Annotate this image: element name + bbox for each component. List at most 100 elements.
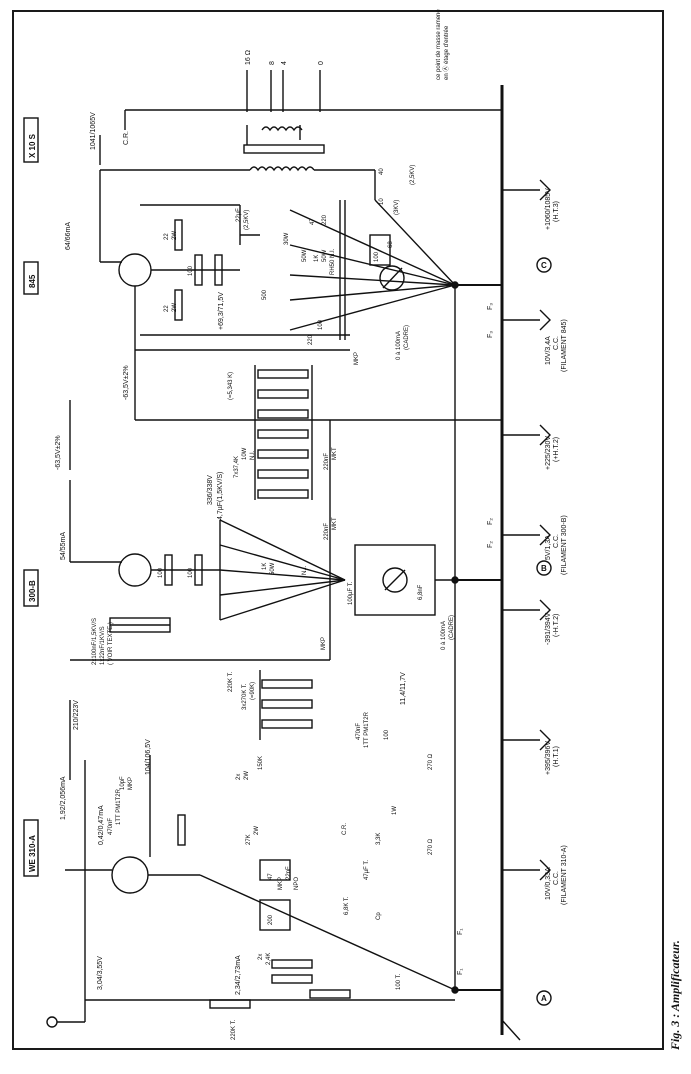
c1tt: 1TT PM1T2R (364, 711, 370, 748)
r2x24: 2x (258, 954, 264, 960)
tap-4: 4 (281, 61, 288, 65)
supply-f845b: C.C. (553, 336, 560, 350)
r27k: 27K (246, 834, 252, 845)
mkp-1: MKP (354, 352, 360, 365)
supply-f310c: (FILAMENT 310-A) (561, 845, 568, 905)
r270-b: 270 Ω (428, 838, 434, 855)
mkp-2: MKP (321, 637, 327, 650)
r90k: (=90K) (250, 682, 256, 700)
c68: 68 (388, 241, 394, 248)
supply-391: -391/394V (545, 612, 552, 645)
r1k-300b: 1K (262, 563, 268, 570)
c47-220: 47 (310, 218, 316, 225)
supply-f300bb: C.C. (553, 534, 560, 548)
supply-f300b: 5V/1,3A (545, 535, 552, 560)
f3-b: F₃ (487, 331, 494, 338)
c68nf: 6,8nF (418, 584, 424, 600)
f2-a: F₂ (487, 518, 494, 525)
node-b: B (541, 564, 547, 573)
r50w-300b: 50W (270, 562, 276, 575)
meter-1: 0 à 100mA (396, 331, 402, 360)
f1-b: F₁ (457, 968, 464, 975)
r24k: 2,4K (266, 953, 272, 965)
supply-1060: +1060/1085V (545, 188, 552, 230)
c220-100: 220 (308, 334, 314, 345)
i54-label: 54/55mA (60, 532, 67, 560)
c-mkt1: MKT (332, 447, 338, 460)
mkp-4: MKP (278, 877, 284, 890)
supply-391b: (-H.T.2) (553, 614, 560, 637)
i64-label: 64/66mA (65, 222, 72, 250)
supply-f300bc: (FILAMENT 300-B) (561, 515, 568, 575)
cap-1x22-label: 1x22nF/1KV/S (100, 626, 106, 665)
tube-x10s: X 10 S (28, 133, 37, 158)
v304-label: 3,04/3,55V (97, 956, 104, 990)
v104-label: 104/106,5V (145, 739, 152, 775)
c200: 200 (268, 914, 274, 925)
c22nf: 22nF (286, 866, 292, 880)
c100: 100 (318, 319, 324, 330)
c3kv: (3KV) (394, 200, 400, 215)
f2-b: F₂ (487, 541, 494, 548)
cap-4uf-label: 4,7µF(1,5KV/S) (217, 472, 224, 520)
v1041-label: 1041/1065V (90, 112, 97, 150)
supply-395b: (H.T.1) (553, 746, 560, 767)
r100-300b-a: 100 (158, 567, 164, 578)
f1-a: F₁ (457, 928, 464, 935)
r1k-50w: 1K (314, 255, 320, 262)
r220k-b: 220K T. (231, 1019, 237, 1040)
supply-f310b: C.C. (553, 871, 560, 885)
supply-1060b: (H.T.3) (553, 201, 560, 222)
v336-label: 336/338V (207, 475, 214, 505)
ground-note-1: ce point de masse ramené (436, 9, 442, 80)
cp-label: Cp (376, 912, 382, 920)
ground-note-2: en Ⓐ étage d'entrée (442, 25, 450, 80)
i042-label: 0,42/0,47mA (98, 805, 105, 845)
i234-label: 2,34/2,73mA (235, 955, 242, 995)
f3-a: F₃ (487, 303, 494, 310)
r22-a-w: 2W (172, 231, 178, 240)
p30w: 30W (284, 232, 290, 245)
node-a: A (541, 994, 547, 1003)
v210-label: 210/223V (73, 700, 80, 730)
c-mkt2: MKT (332, 517, 338, 530)
c25kv: (2,5KV) (244, 210, 250, 230)
tube-845: 845 (28, 274, 37, 288)
r22-a: 22 (164, 233, 170, 240)
cadre-2: (CADRE) (449, 615, 455, 640)
r150k: 150K (258, 756, 264, 770)
rs-eq: (=5,343 K) (228, 372, 234, 400)
r22-b-w: 2W (172, 303, 178, 312)
v635b-label: -63,5V±2% (55, 435, 62, 470)
i192-label: 1,92/2,056mA (60, 776, 67, 820)
c10pf: 10pF (120, 776, 126, 790)
r2w: 2W (244, 771, 250, 780)
c47-b: 47 (268, 873, 274, 880)
p50w: 50W (302, 249, 308, 262)
r2x2w: 2x (236, 774, 242, 780)
tap-16: 16 Ω (245, 50, 252, 65)
tap-8: 8 (269, 61, 276, 65)
c1tt-b: 1TT PM1T2R (116, 788, 122, 825)
r6k8: 6,8K T. (344, 896, 350, 915)
supply-225b: (+H.T.2) (553, 437, 560, 462)
cr-2: C.R. (342, 823, 348, 835)
npo: NPO (294, 877, 300, 890)
r100t: 100 T. (396, 973, 402, 990)
v635-label: -63,5V±2% (123, 365, 130, 400)
meter-2: 0 à 100mA (441, 621, 447, 650)
c100-845: 100 (374, 251, 380, 262)
c470nf: 470nF (356, 723, 362, 740)
rh50: RH50 N.I. (330, 248, 336, 275)
rs-10w: 10W (242, 447, 248, 460)
rs-ni: N.I. (250, 450, 256, 460)
mkp-3: MKP (128, 777, 134, 790)
rs-7x: 7x37,4K (234, 456, 240, 478)
r1k-50w2: 50W (322, 249, 328, 262)
voir-texte-label: ( VOIR TEXTE ) (108, 622, 114, 665)
r100-300b-b: 100 (188, 567, 194, 578)
supply-f845: 10V/3,4A (545, 336, 552, 365)
tube-we310a: WE 310-A (28, 835, 37, 872)
c100uf-b: 100 (384, 729, 390, 740)
